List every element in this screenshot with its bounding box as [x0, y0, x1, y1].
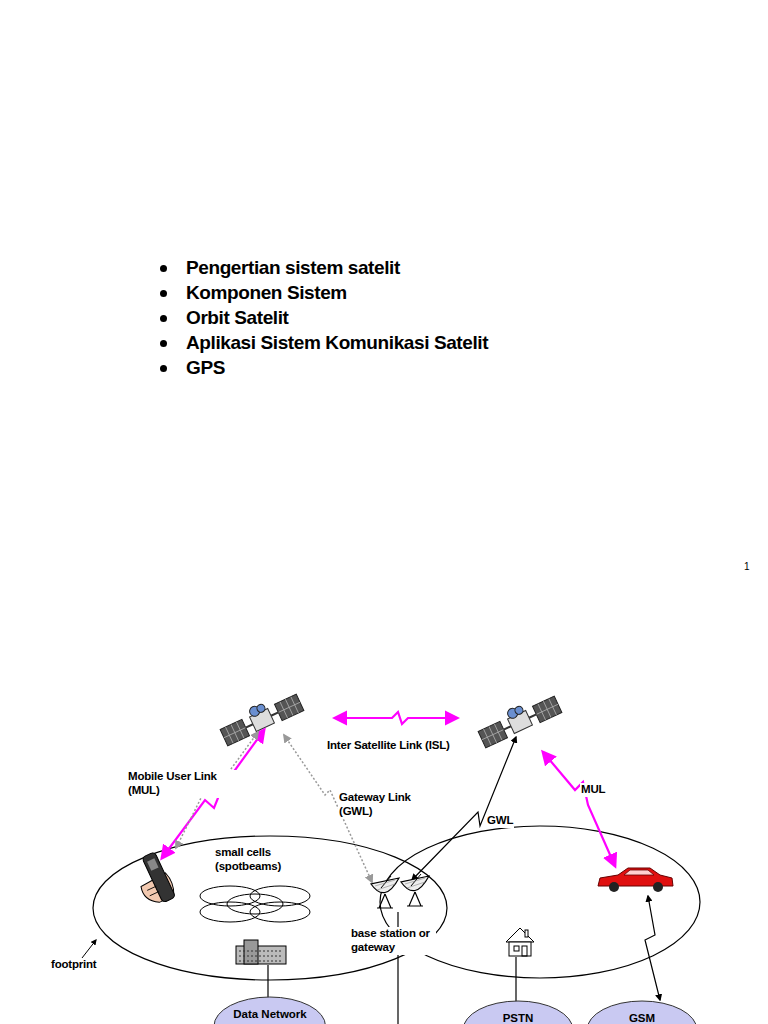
- network-name: PSTN: [462, 1012, 574, 1024]
- network-ellipse: GSM: [586, 1000, 698, 1024]
- bullet-dot: [160, 365, 167, 372]
- bullet-item: Komponen Sistem: [186, 282, 347, 305]
- diagram-label: MUL: [580, 783, 606, 797]
- bullet-dot: [160, 340, 167, 347]
- bullet-item: Pengertian sistem satelit: [186, 257, 400, 280]
- bullet-item: Aplikasi Sistem Komunikasi Satelit: [186, 332, 488, 355]
- network-ellipse: Data Network: [213, 996, 327, 1024]
- diagram-label: footprint: [50, 958, 97, 972]
- bullet-dot: [160, 265, 167, 272]
- diagram-label: small cells (spotbeams): [214, 846, 298, 874]
- network-ellipse: PSTN: [462, 1000, 574, 1024]
- diagram-label: Inter Satellite Link (ISL): [326, 739, 451, 753]
- bullet-item: GPS: [186, 357, 225, 380]
- network-name: Data Network: [213, 1008, 327, 1020]
- network-name: GSM: [586, 1012, 698, 1024]
- bullet-item: Orbit Satelit: [186, 307, 288, 330]
- diagram-label: GWL: [486, 814, 514, 828]
- diagram-label: base station or gateway: [350, 927, 436, 955]
- page-number: 1: [744, 561, 750, 573]
- bullet-dot: [160, 315, 167, 322]
- bullet-dot: [160, 290, 167, 297]
- diagram-label: Mobile User Link (MUL): [127, 770, 237, 798]
- diagram-label: Gateway Link (GWL): [338, 791, 428, 819]
